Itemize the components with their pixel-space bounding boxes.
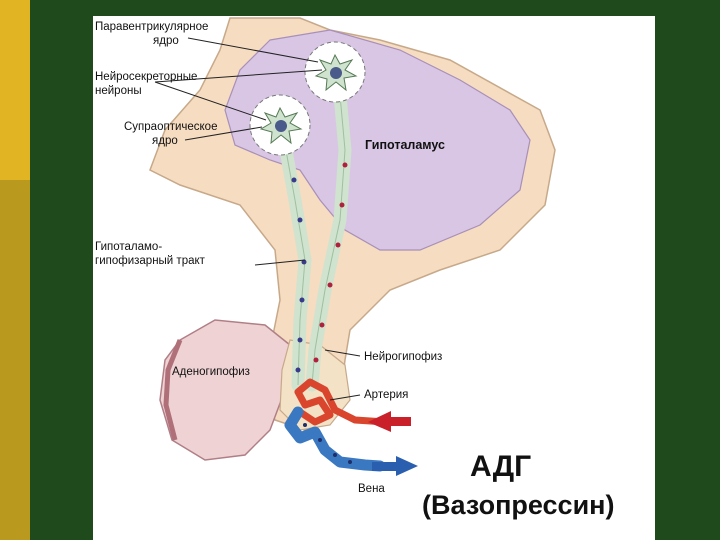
label-neurosecretory-line2: нейроны xyxy=(95,84,197,98)
label-neurohypophysis: Нейрогипофиз xyxy=(364,350,442,364)
label-supraoptic-line2: ядро xyxy=(124,134,217,148)
label-vein: Вена xyxy=(358,482,385,496)
paraventricular-neuron-nucleus xyxy=(330,67,342,79)
title-vasopressin: (Вазопрессин) xyxy=(422,490,614,521)
label-paraventricular-line1: Паравентрикулярное xyxy=(95,20,208,34)
label-tract: Гипоталамо- гипофизарный тракт xyxy=(95,240,205,268)
vein-arrow xyxy=(372,456,418,476)
label-adenohypophysis: Аденогипофиз xyxy=(172,365,250,379)
label-tract-line2: гипофизарный тракт xyxy=(95,254,205,268)
label-supraoptic-line1: Супраоптическое xyxy=(124,120,217,134)
label-paraventricular: Паравентрикулярное ядро xyxy=(95,20,208,48)
label-neurosecretory: Нейросекреторные нейроны xyxy=(95,70,197,98)
label-hypothalamus: Гипоталамус xyxy=(365,138,445,152)
title-adh: АДГ xyxy=(470,450,531,484)
supraoptic-neuron-nucleus xyxy=(275,120,287,132)
artery-arrow xyxy=(368,411,411,432)
label-paraventricular-line2: ядро xyxy=(95,34,208,48)
label-tract-line1: Гипоталамо- xyxy=(95,240,205,254)
label-neurosecretory-line1: Нейросекреторные xyxy=(95,70,197,84)
label-supraoptic: Супраоптическое ядро xyxy=(124,120,217,148)
label-artery: Артерия xyxy=(364,388,408,402)
